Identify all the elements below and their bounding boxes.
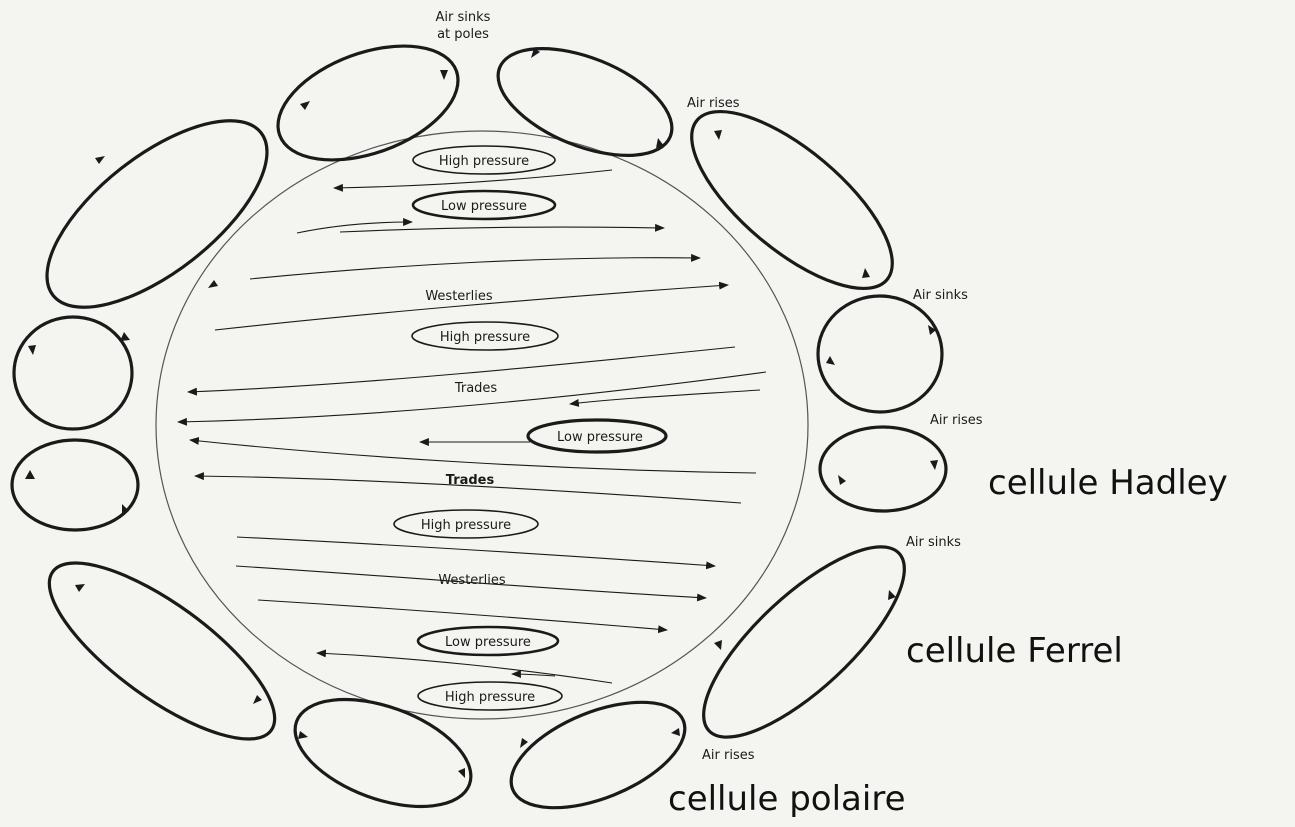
ferrel-cell-top-right [665, 82, 919, 318]
wind-arrow [190, 440, 756, 473]
wind-arrow [317, 653, 612, 683]
air-rises-top-label: Air rises [687, 96, 740, 111]
high-pressure-label-2: High pressure [440, 330, 530, 345]
pressure-bands [394, 146, 666, 710]
wind-arrow [237, 537, 715, 566]
hadley-cell-upper-right [818, 296, 942, 412]
westerlies-south-label: Westerlies [438, 573, 506, 588]
air-rises-bottom-label: Air rises [702, 748, 755, 763]
wind-arrow [258, 600, 667, 630]
air-sinks-lower-label: Air sinks [906, 535, 961, 550]
ferrel-cell-bottom-left [25, 534, 299, 769]
low-pressure-label-1: Low pressure [441, 199, 527, 214]
low-pressure-label-2: Low pressure [445, 635, 531, 650]
wind-arrow [340, 227, 664, 232]
wind-arrow [250, 258, 700, 279]
wind-arrow [570, 390, 760, 404]
ferrel-cell-bottom-right [677, 519, 931, 765]
trades-north-label: Trades [454, 381, 498, 396]
low-pressure-equator-label: Low pressure [557, 430, 643, 445]
trades-south-label: Trades [446, 473, 495, 488]
ferrel-cell-annotation: cellule Ferrel [906, 631, 1123, 671]
air-sinks-right-label: Air sinks [913, 288, 968, 303]
hadley-cell-lower-right [820, 427, 946, 511]
wind-arrow [178, 372, 766, 422]
high-pressure-label-1: High pressure [439, 154, 529, 169]
high-pressure-label-3: High pressure [421, 518, 511, 533]
westerlies-north-label: Westerlies [425, 289, 493, 304]
wind-arrows [178, 170, 766, 683]
air-sinks-poles-label-line1: Air sinks [436, 10, 491, 25]
air-rises-right-label: Air rises [930, 413, 983, 428]
hadley-cell-upper-left [14, 317, 132, 429]
hadley-cell-lower-left [12, 440, 138, 530]
high-pressure-label-4: High pressure [445, 690, 535, 705]
air-sinks-poles-label-line2: at poles [437, 27, 489, 42]
hadley-cell-annotation: cellule Hadley [988, 463, 1228, 503]
polar-cell-annotation: cellule polaire [668, 779, 906, 819]
